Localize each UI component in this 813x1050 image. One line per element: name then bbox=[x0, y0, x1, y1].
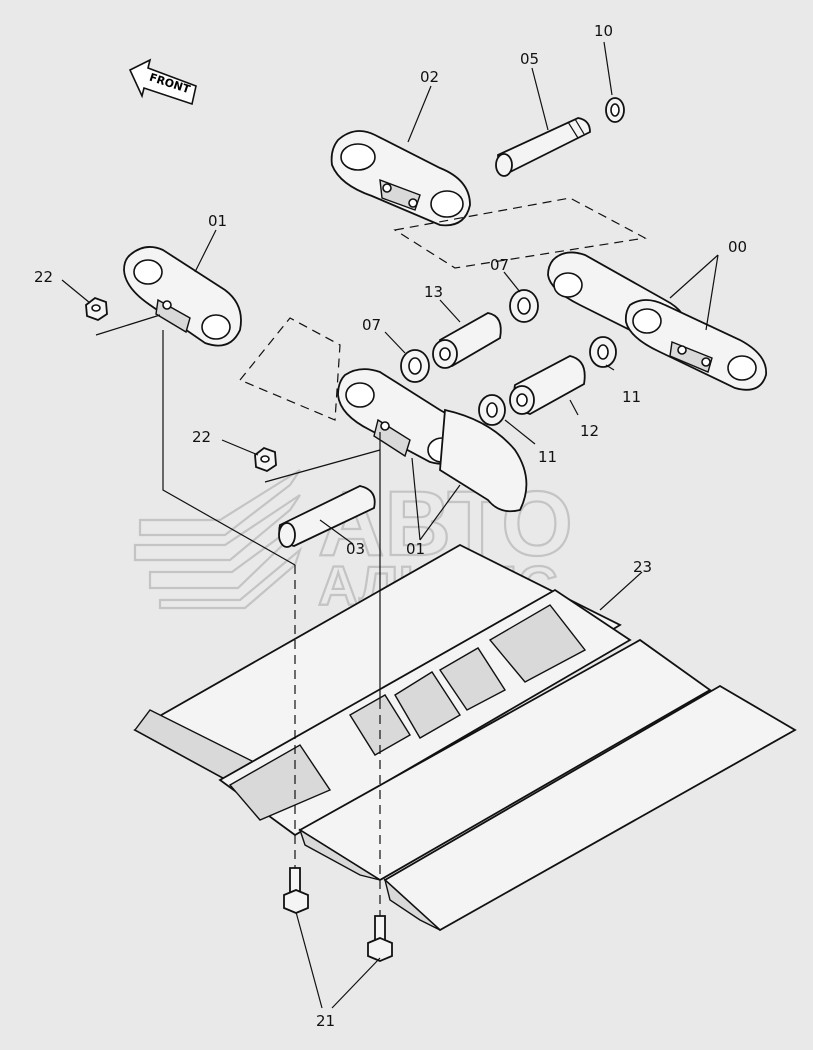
callout-07-top: 07 bbox=[490, 256, 509, 274]
callout-22-left: 22 bbox=[34, 268, 53, 286]
callout-13: 13 bbox=[424, 283, 443, 301]
ring-10 bbox=[605, 97, 625, 123]
callout-11-right: 11 bbox=[622, 388, 641, 406]
callout-01-center: 01 bbox=[406, 540, 425, 558]
link-01-center bbox=[337, 368, 528, 513]
seal-07b bbox=[400, 349, 430, 383]
callout-23: 23 bbox=[633, 558, 652, 576]
bolt-21b bbox=[367, 915, 393, 962]
callout-11-center: 11 bbox=[538, 448, 557, 466]
nut-22a bbox=[85, 296, 108, 322]
link-00 bbox=[547, 251, 767, 391]
seal-07a bbox=[509, 289, 539, 323]
callouts: 10 05 02 01 22 00 07 13 07 11 12 11 22 0… bbox=[34, 22, 747, 1030]
leader-lines bbox=[61, 41, 719, 1009]
callout-00: 00 bbox=[728, 238, 747, 256]
callout-02: 02 bbox=[420, 68, 439, 86]
callout-12: 12 bbox=[580, 422, 599, 440]
nut-22b bbox=[254, 446, 277, 473]
callout-22-center: 22 bbox=[192, 428, 211, 446]
callout-03: 03 bbox=[346, 540, 365, 558]
callout-07-left: 07 bbox=[362, 316, 381, 334]
bushing-12 bbox=[509, 355, 586, 415]
callout-21: 21 bbox=[316, 1012, 335, 1030]
callout-05: 05 bbox=[520, 50, 539, 68]
link-01-left bbox=[123, 246, 242, 347]
callout-01-left: 01 bbox=[208, 212, 227, 230]
seal-11b bbox=[478, 394, 506, 426]
bolt-21a bbox=[283, 867, 309, 914]
bushing-13 bbox=[432, 312, 502, 369]
seal-11a bbox=[589, 336, 617, 368]
pin-03 bbox=[278, 485, 376, 548]
shoe-plates-23 bbox=[133, 543, 797, 932]
pin-05 bbox=[495, 117, 591, 177]
link-02 bbox=[330, 130, 471, 227]
callout-10: 10 bbox=[594, 22, 613, 40]
